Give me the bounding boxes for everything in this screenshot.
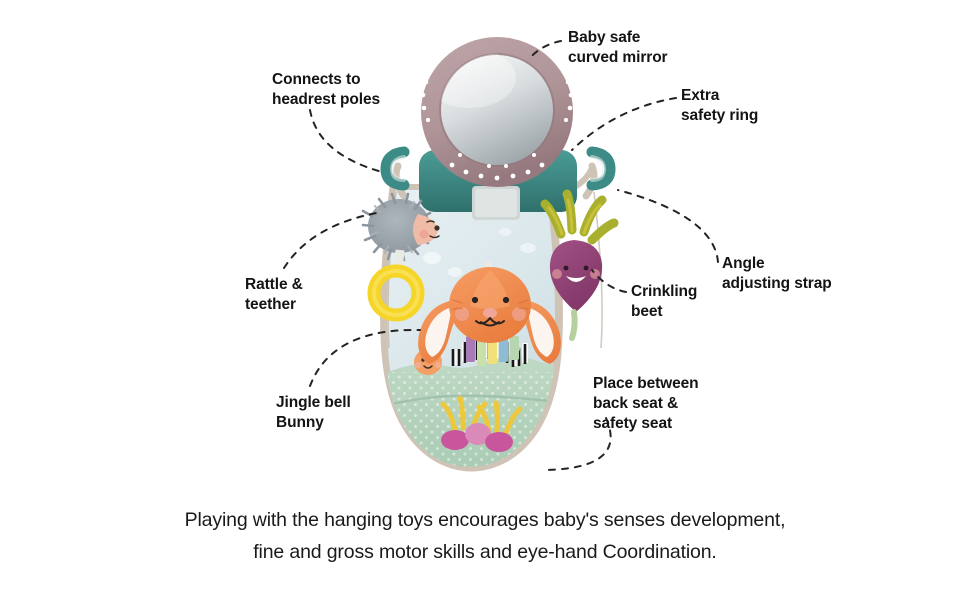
- leader-connects-to-headrest-poles: [309, 109, 383, 173]
- leader-angle-adjusting-strap: [617, 189, 719, 263]
- label-connects-to-headrest-poles: Connects to headrest poles: [272, 71, 381, 108]
- leader-extra-safety-ring: [571, 97, 677, 151]
- hedgehog-rattle-toy: [361, 192, 440, 322]
- ribbon-tags: [466, 336, 519, 366]
- leader-place-between: [545, 417, 612, 471]
- label-jingle-bell-bunny: Jingle bell Bunny: [276, 394, 351, 431]
- teether-ring: [367, 249, 425, 322]
- label-baby-safe-curved-mirror: Baby safe curved mirror: [568, 29, 668, 66]
- caption-block: Playing with the hanging toys encourages…: [0, 505, 970, 568]
- label-extra-safety-ring: Extra safety ring: [681, 87, 759, 124]
- caption-line-2: fine and gross motor skills and eye-hand…: [253, 540, 717, 563]
- leader-jingle-bell-bunny: [309, 328, 421, 387]
- leader-crinkling-beet: [591, 269, 627, 293]
- label-crinkling-beet: Crinkling beet: [631, 283, 698, 320]
- turnip-graphics: [440, 395, 523, 452]
- curved-mirror: [420, 37, 574, 187]
- mirror-dot-decor: [420, 58, 574, 181]
- leader-lines: [283, 40, 719, 471]
- label-angle-adjusting-strap: Angle adjusting strap: [722, 255, 832, 292]
- caption-line-1: Playing with the hanging toys encourages…: [184, 509, 786, 531]
- leader-rattle-and-teether: [283, 211, 383, 269]
- leader-baby-safe-curved-mirror: [528, 40, 562, 60]
- label-place-between-back-seat-and-safety-seat: Place between back seat & safety seat: [593, 375, 699, 432]
- label-rattle-and-teether: Rattle & teether: [245, 276, 303, 313]
- jingle-bell-bunny-toy: [418, 261, 561, 366]
